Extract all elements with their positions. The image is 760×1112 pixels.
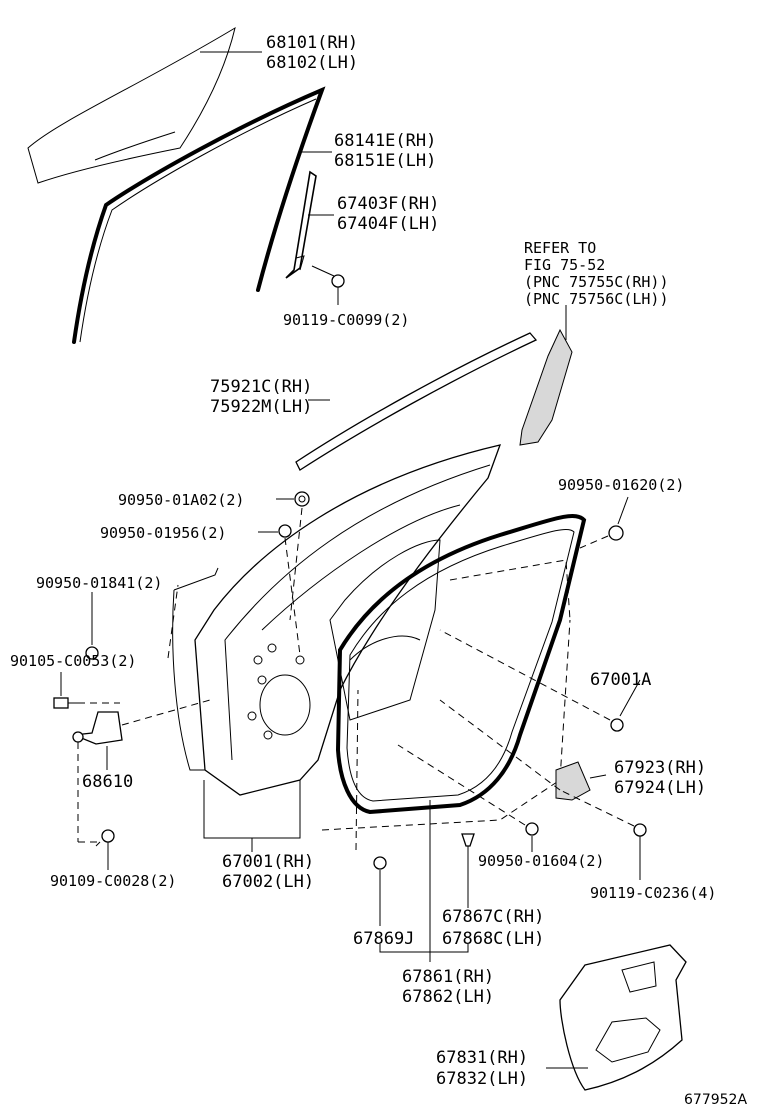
label-75922m: 75922M(LH) bbox=[210, 397, 312, 417]
label-67868c: 67868C(LH) bbox=[442, 929, 544, 949]
screw-90119-c0236[interactable] bbox=[439, 699, 647, 880]
bolt-90109-c0028[interactable] bbox=[95, 829, 115, 870]
label-67001: 67001(RH) bbox=[222, 852, 314, 872]
door-weatherstrip[interactable] bbox=[335, 513, 587, 815]
label-90950-01841: 90950-01841(2) bbox=[36, 574, 162, 592]
label-67404f: 67404F(LH) bbox=[337, 214, 439, 234]
door-glass[interactable] bbox=[27, 26, 236, 184]
pillar-garnish-ref bbox=[519, 328, 573, 446]
label-68151e: 68151E(LH) bbox=[334, 151, 436, 171]
label-67924: 67924(LH) bbox=[614, 778, 706, 798]
label-67867c: 67867C(RH) bbox=[442, 907, 544, 927]
label-90950-01620: 90950-01620(2) bbox=[558, 476, 684, 494]
division-bar[interactable] bbox=[285, 170, 317, 279]
refer-line-2: FIG 75-52 bbox=[524, 256, 605, 274]
clip-67869j[interactable] bbox=[355, 689, 387, 926]
label-68610: 68610 bbox=[82, 772, 133, 792]
plug-90950-01a02[interactable] bbox=[276, 491, 310, 621]
screw-90119-c0099[interactable] bbox=[311, 265, 345, 305]
label-67002: 67002(LH) bbox=[222, 872, 314, 892]
label-67861: 67861(RH) bbox=[402, 967, 494, 987]
service-hole-cover[interactable] bbox=[559, 944, 687, 1091]
bracket-67923[interactable] bbox=[555, 761, 607, 801]
plug-90950-01620[interactable] bbox=[579, 496, 629, 549]
label-67862: 67862(LH) bbox=[402, 987, 494, 1007]
plug-90950-01841[interactable] bbox=[85, 584, 179, 660]
label-67001a: 67001A bbox=[590, 670, 651, 690]
label-75921c: 75921C(RH) bbox=[210, 377, 312, 397]
label-90119-c0236: 90119-C0236(4) bbox=[590, 884, 716, 902]
figure-id: 677952A bbox=[684, 1092, 747, 1108]
refer-line-4: (PNC 75756C(LH)) bbox=[524, 290, 669, 308]
plug-90950-01604[interactable] bbox=[397, 744, 539, 852]
label-67869j: 67869J bbox=[353, 929, 414, 949]
label-68141e: 68141E(RH) bbox=[334, 131, 436, 151]
label-90950-01a02: 90950-01A02(2) bbox=[118, 491, 244, 509]
clip-67867c[interactable] bbox=[461, 833, 475, 908]
label-67832: 67832(LH) bbox=[436, 1069, 528, 1089]
clip-67001a[interactable] bbox=[439, 629, 641, 732]
label-90109-c0028: 90109-C0028(2) bbox=[50, 872, 176, 890]
bolt-90105-c0053[interactable] bbox=[53, 672, 120, 709]
label-90950-01956: 90950-01956(2) bbox=[100, 524, 226, 542]
label-90950-01604: 90950-01604(2) bbox=[478, 852, 604, 870]
label-68101: 68101(RH) bbox=[266, 33, 358, 53]
door-check-68610[interactable] bbox=[72, 699, 211, 843]
door-panel[interactable] bbox=[194, 444, 502, 796]
label-67831: 67831(RH) bbox=[436, 1048, 528, 1068]
label-90119-c0099: 90119-C0099(2) bbox=[283, 311, 409, 329]
label-67403f: 67403F(RH) bbox=[337, 194, 439, 214]
refer-line-1: REFER TO bbox=[524, 239, 596, 257]
refer-line-3: (PNC 75755C(RH)) bbox=[524, 273, 669, 291]
glass-run-channel[interactable] bbox=[72, 86, 326, 344]
label-67923: 67923(RH) bbox=[614, 758, 706, 778]
plug-90950-01956[interactable] bbox=[258, 524, 301, 656]
label-68102: 68102(LH) bbox=[266, 53, 358, 73]
label-90105-c0053: 90105-C0053(2) bbox=[10, 652, 136, 670]
belt-moulding[interactable] bbox=[295, 332, 538, 471]
